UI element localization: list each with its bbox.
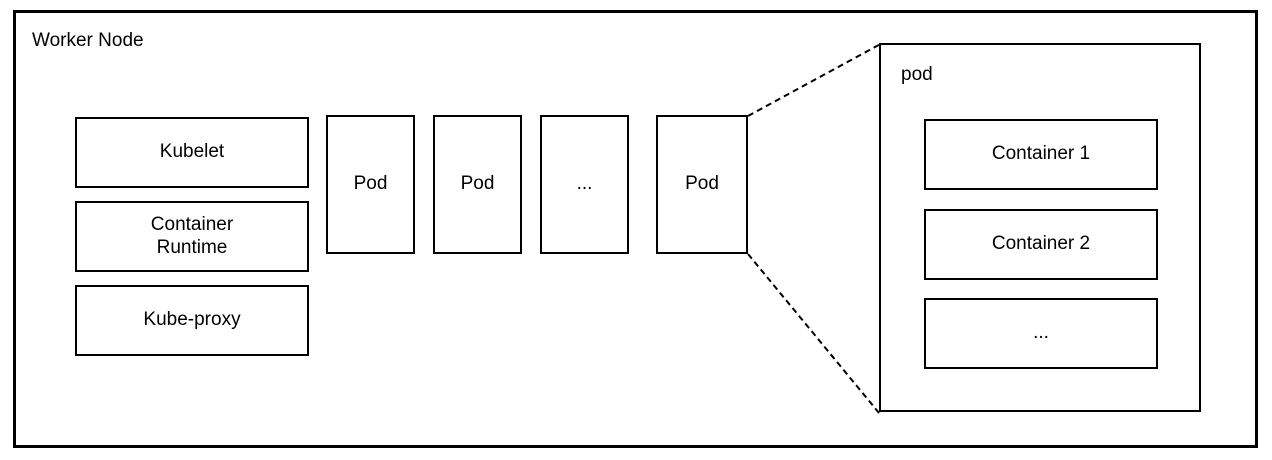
pod-box-expanded-source: Pod bbox=[656, 115, 748, 254]
container-box-ellipsis-label: ... bbox=[1033, 322, 1049, 344]
container-box-1: Container 1 bbox=[924, 119, 1158, 190]
kube-proxy-label: Kube-proxy bbox=[143, 309, 241, 331]
pod-box-1-label: Pod bbox=[353, 173, 388, 195]
worker-node-title: Worker Node bbox=[32, 30, 144, 51]
pod-box-4-label: Pod bbox=[685, 173, 719, 195]
pod-box-ellipsis-label: ... bbox=[576, 173, 593, 195]
pod-detail-title: pod bbox=[901, 64, 933, 85]
pod-box-2: Pod bbox=[433, 115, 522, 254]
container-box-ellipsis: ... bbox=[924, 298, 1158, 369]
container-box-2: Container 2 bbox=[924, 209, 1158, 280]
pod-box-2-label: Pod bbox=[460, 173, 495, 195]
kubelet-label: Kubelet bbox=[159, 141, 225, 163]
container-runtime-label: Container Runtime bbox=[150, 214, 234, 258]
container-box-2-label: Container 2 bbox=[991, 233, 1091, 255]
pod-box-ellipsis: ... bbox=[540, 115, 629, 254]
container-runtime-box: Container Runtime bbox=[75, 201, 309, 272]
kubelet-box: Kubelet bbox=[75, 117, 309, 188]
pod-box-1: Pod bbox=[326, 115, 415, 254]
container-box-1-label: Container 1 bbox=[991, 143, 1091, 165]
kube-proxy-box: Kube-proxy bbox=[75, 285, 309, 356]
